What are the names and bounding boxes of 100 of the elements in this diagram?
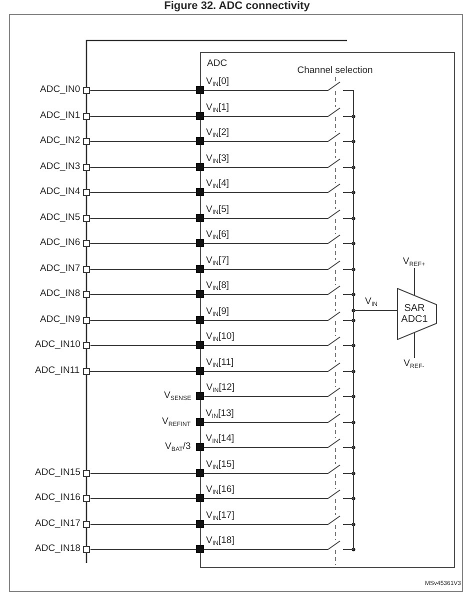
wire [90, 141, 196, 142]
wire [204, 396, 328, 397]
edge-label: V$_{IN}$[15] [206, 458, 234, 470]
switch-icon [328, 362, 343, 372]
dashed-line [335, 498, 336, 516]
signal-label: V$_{REFINT}$ [162, 416, 191, 428]
pin-label: ADC_IN4 [40, 186, 80, 198]
switch-icon [328, 489, 343, 499]
figure-title: Figure 32. ADC connectivity [163, 0, 311, 13]
edge-label: V$_{IN}$[13] [206, 408, 234, 420]
terminal-icon [196, 290, 204, 298]
switch-icon [328, 515, 343, 525]
dashed-line [335, 294, 336, 312]
switch-icon [328, 81, 343, 91]
pin-label: ADC_IN5 [40, 212, 80, 224]
edge-label: V$_{IN}$[14] [206, 432, 234, 444]
terminal-icon [196, 545, 204, 553]
terminal-icon [196, 520, 204, 528]
terminal-icon [196, 137, 204, 145]
wire [90, 294, 196, 295]
edge-label: V$_{IN}$[4] [206, 178, 230, 190]
edge-label: V$_{IN}$[5] [206, 204, 230, 216]
dashed-line [335, 550, 336, 566]
signal-label: V$_{SENSE}$ [164, 390, 192, 402]
panel-title: ADC [207, 58, 228, 70]
dashed-line [335, 116, 336, 132]
edge-label: V$_{IN}$[18] [206, 534, 234, 546]
dashed-line [335, 192, 336, 210]
dashed-line [335, 524, 336, 540]
terminal-icon [196, 163, 204, 171]
switch-icon [328, 183, 343, 193]
edge-label: V$_{IN}$[6] [206, 228, 230, 240]
converter-label: SAR ADC1 [400, 303, 429, 325]
wire [90, 498, 196, 499]
signal-label: V$_{IN}$ [365, 296, 378, 308]
wire [204, 269, 328, 270]
switch-icon [328, 107, 343, 117]
switch-icon [328, 438, 343, 448]
switch-icon [328, 234, 343, 244]
wire [90, 116, 196, 117]
terminal-icon [196, 86, 204, 94]
edge-label: V$_{IN}$[10] [206, 330, 234, 342]
wire [90, 269, 196, 270]
pin-label: ADC_IN18 [35, 543, 80, 555]
wire [90, 90, 196, 91]
pin-label: ADC_IN15 [35, 467, 80, 479]
switch-icon [328, 209, 343, 219]
pin-label: ADC_IN16 [35, 492, 80, 504]
pin-label: ADC_IN9 [40, 314, 80, 326]
pin-label: ADC_IN10 [35, 339, 80, 351]
wire [204, 167, 328, 168]
wire [90, 473, 196, 474]
wire [204, 116, 328, 117]
wire [204, 371, 328, 372]
dashed-line [335, 396, 336, 414]
pin-label: ADC_IN8 [40, 288, 80, 300]
edge-label: V$_{IN}$[11] [206, 356, 234, 368]
wire [204, 320, 328, 321]
edge-label: V$_{IN}$[0] [206, 76, 230, 88]
pin-label: ADC_IN11 [35, 365, 80, 377]
switch-icon [328, 336, 343, 346]
wire [203, 447, 328, 448]
switch-icon [328, 260, 343, 270]
wire [414, 332, 415, 358]
terminal-icon [196, 214, 204, 222]
pin-label: ADC_IN3 [40, 161, 80, 173]
wire [90, 192, 196, 193]
pin-label: ADC_IN1 [40, 110, 80, 122]
edge-label: V$_{IN}$[7] [206, 254, 230, 266]
pin-label: ADC_IN17 [35, 518, 80, 530]
terminal-icon [196, 494, 204, 502]
wire [204, 141, 328, 142]
switch-icon [328, 311, 343, 321]
signal-label: V$_{REF+}$ [402, 256, 426, 268]
wire [90, 218, 196, 219]
signal-label: V$_{REF-}$ [404, 358, 424, 370]
wire [204, 473, 328, 474]
dashed-line [335, 346, 336, 362]
edge-label: V$_{IN}$[17] [206, 510, 234, 522]
switch-icon [328, 540, 343, 550]
pin-label: ADC_IN6 [40, 237, 80, 249]
wire [90, 345, 196, 346]
switch-icon [328, 158, 343, 168]
dashed-line [335, 168, 336, 184]
pin-label: ADC_IN2 [40, 135, 80, 147]
edge-label: V$_{IN}$[2] [206, 126, 230, 138]
terminal-icon [196, 367, 204, 375]
pin-label: ADC_IN7 [40, 263, 80, 275]
wire [90, 549, 196, 550]
dashed-line [335, 142, 336, 158]
dashed-line [335, 270, 336, 286]
switch-icon [328, 464, 343, 474]
edge-label: V$_{IN}$[8] [206, 280, 230, 292]
wire [414, 268, 415, 296]
terminal-icon [196, 265, 204, 273]
dashed-line [335, 422, 336, 438]
module-panel [200, 52, 455, 568]
wire [204, 549, 328, 550]
terminal-icon [196, 341, 204, 349]
edge-label: V$_{IN}$[16] [206, 484, 234, 496]
